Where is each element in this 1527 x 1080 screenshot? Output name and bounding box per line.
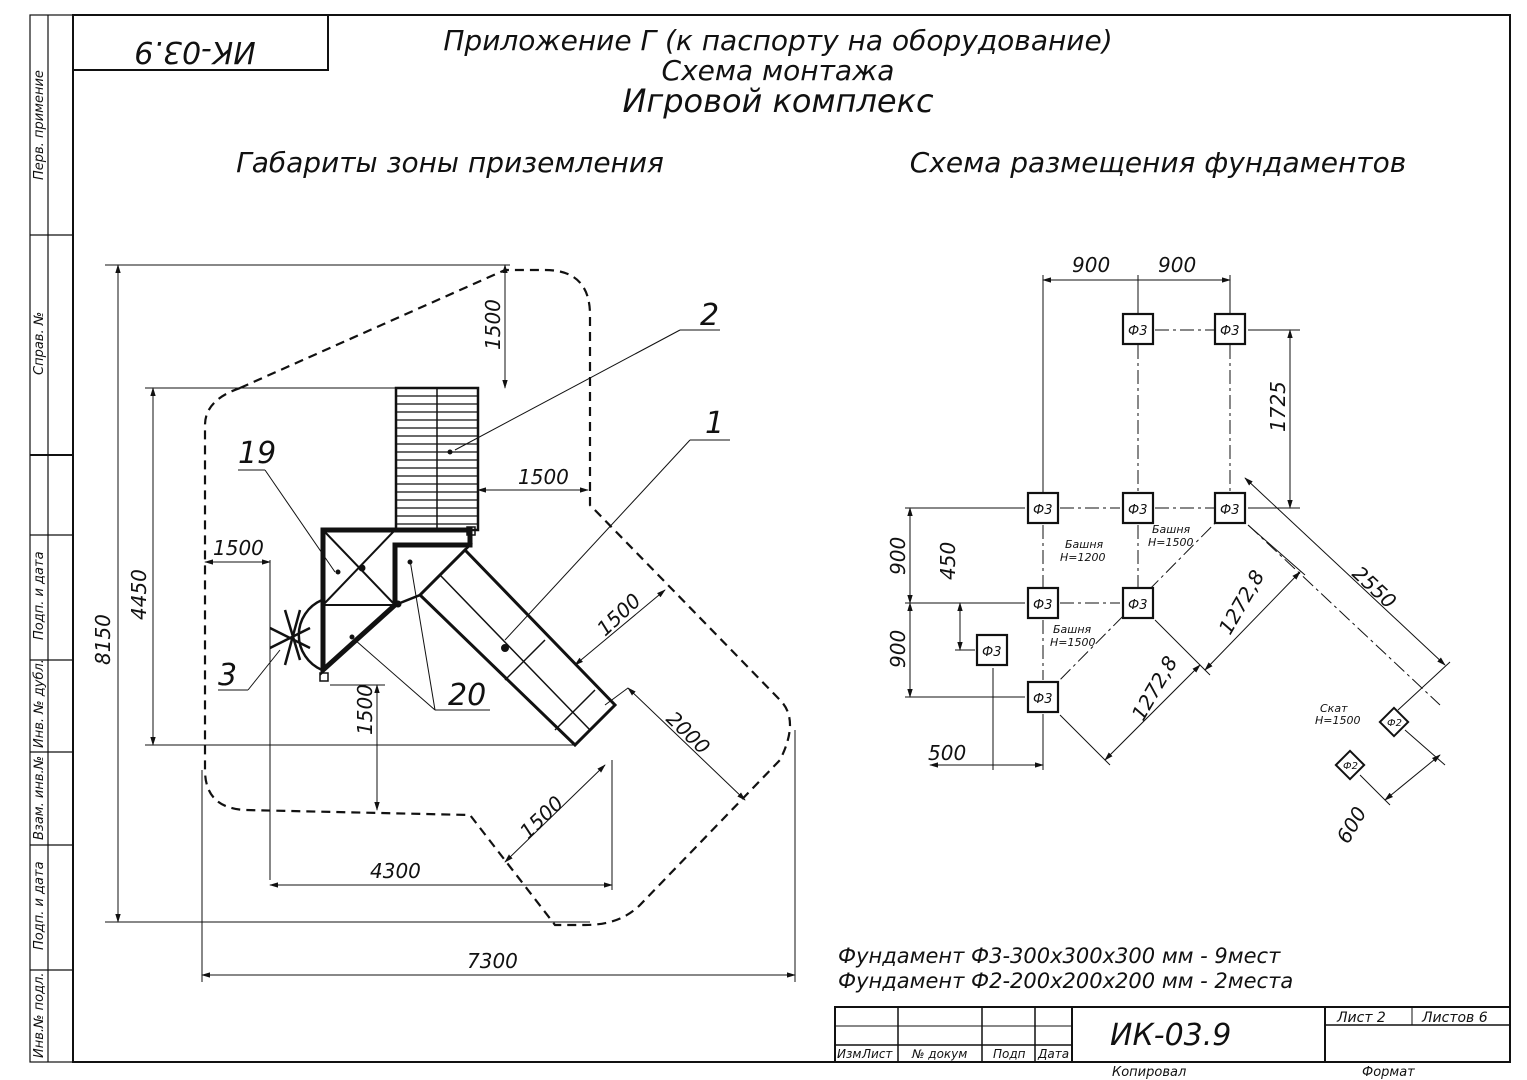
f3-label: Ф3 — [1128, 503, 1147, 518]
dim-1272-a: 1272,8 — [1127, 652, 1183, 725]
f3-label: Ф3 — [1033, 598, 1052, 613]
dim-450: 450 — [936, 542, 960, 580]
f3-label: Ф3 — [1220, 503, 1239, 518]
title-block-code: ИК-03.9 — [1110, 1018, 1231, 1053]
side-label-sprav: Справ. № — [32, 312, 47, 375]
foundation-scheme: Ф3 Ф3 Ф3 Ф3 Ф3 Ф3 Ф3 Ф3 Ф3 Ф2 Ф2 Башня Н… — [886, 253, 1451, 848]
ladder-element — [394, 386, 480, 532]
dim-500: 500 — [928, 741, 966, 765]
callout-1: 1 — [705, 406, 724, 441]
f2-label: Ф2 — [1387, 718, 1402, 729]
title-block-col-izm: Изм — [837, 1047, 861, 1061]
title-block-sheet: Лист 2 — [1336, 1010, 1386, 1026]
foundations-f2 — [1334, 706, 1410, 781]
f3-label: Ф3 — [1220, 324, 1239, 339]
dim-600: 600 — [1332, 802, 1372, 847]
title-block-format: Формат — [1362, 1065, 1415, 1080]
tower1-label-b: Н=1200 — [1060, 551, 1105, 564]
dim-1500-diag: 1500 — [592, 588, 646, 640]
dim-1725: 1725 — [1266, 381, 1290, 432]
dim-900-a: 900 — [1072, 253, 1110, 277]
note-f2: Фундамент Ф2-200х200х200 мм - 2места — [838, 969, 1293, 993]
landing-zone-outline — [203, 268, 791, 927]
callout-3: 3 — [218, 658, 237, 693]
dim-4300: 4300 — [370, 859, 421, 883]
dim-1500-low: 1500 — [353, 684, 377, 735]
f3-label: Ф3 — [982, 645, 1001, 660]
dim-1272-b: 1272,8 — [1214, 566, 1270, 639]
dim-1500-mid: 1500 — [518, 465, 569, 489]
dim-1500-bottom: 1500 — [515, 791, 568, 844]
side-label-inv-podl: Инв.№ подл. — [32, 972, 47, 1058]
slide-label-b: Н=1500 — [1315, 714, 1360, 727]
callout-20: 20 — [448, 678, 486, 713]
note-f3: Фундамент Ф3-300х300х300 мм - 9мест — [838, 944, 1281, 968]
callout-19: 19 — [238, 436, 276, 471]
callout-2: 2 — [700, 298, 719, 333]
dim-4450: 4450 — [127, 569, 151, 620]
side-labels: Перв. примение Справ. № Подп. и дата Инв… — [32, 70, 47, 1058]
title-block-sheets: Листов 6 — [1421, 1010, 1488, 1026]
side-label-perv: Перв. примение — [32, 70, 47, 180]
title-block-col-podp: Подп — [993, 1047, 1026, 1061]
tower2-label-a: Башня — [1152, 523, 1191, 536]
tower3-label-a: Башня — [1053, 623, 1092, 636]
f3-label: Ф3 — [1128, 598, 1147, 613]
dim-2550: 2550 — [1348, 561, 1402, 613]
dim-1500-top: 1500 — [481, 299, 505, 350]
header-line2: Схема монтажа — [662, 54, 895, 87]
foundation-f3-labels: Ф3 Ф3 Ф3 Ф3 Ф3 Ф3 Ф3 Ф3 Ф3 — [982, 324, 1239, 707]
dim-2000: 2000 — [662, 706, 715, 759]
dim-8150: 8150 — [91, 614, 115, 665]
stamp-code: ИК-03.9 — [134, 34, 255, 69]
title-block-copied: Копировал — [1112, 1065, 1186, 1080]
dim-900-d: 900 — [886, 630, 910, 668]
f3-label: Ф3 — [1033, 503, 1052, 518]
title-block — [834, 1006, 1511, 1063]
dim-1500-left: 1500 — [213, 536, 264, 560]
sheet-frame — [29, 14, 1511, 1063]
tower2-label-b: Н=1500 — [1148, 536, 1193, 549]
f3-label: Ф3 — [1033, 692, 1052, 707]
slide-element — [417, 547, 618, 748]
title-block-col-data: Дата — [1037, 1047, 1069, 1061]
dim-900-c: 900 — [886, 537, 910, 575]
side-label-vzam: Взам. инв.№ — [32, 756, 47, 840]
tower-platforms — [319, 526, 476, 682]
dim-900-b: 900 — [1158, 253, 1196, 277]
f3-label: Ф3 — [1128, 324, 1147, 339]
landing-zone-drawing: 8150 4450 1500 1500 1500 1500 1500 2000 … — [91, 264, 796, 982]
f2-label: Ф2 — [1343, 761, 1358, 772]
side-label-inv-dubl: Инв. № дубл. — [32, 659, 47, 748]
title-block-col-dokum: № докум — [911, 1047, 967, 1061]
wheel-element — [269, 598, 323, 672]
header-line1: Приложение Г (к паспорту на оборудование… — [443, 24, 1112, 57]
left-title: Габариты зоны приземления — [236, 146, 664, 179]
side-label-podp-1: Подп. и дата — [32, 551, 47, 640]
dim-7300: 7300 — [467, 949, 518, 973]
side-label-podp-2: Подп. и дата — [32, 861, 47, 950]
title-block-col-list: Лист — [861, 1047, 893, 1061]
tower3-label-b: Н=1500 — [1050, 636, 1095, 649]
tower1-label-a: Башня — [1065, 538, 1104, 551]
foundations-f3 — [975, 312, 1247, 714]
header-line3: Игровой комплекс — [622, 82, 933, 120]
right-title: Схема размещения фундаментов — [910, 146, 1406, 179]
slide-label-a: Скат — [1320, 702, 1348, 715]
